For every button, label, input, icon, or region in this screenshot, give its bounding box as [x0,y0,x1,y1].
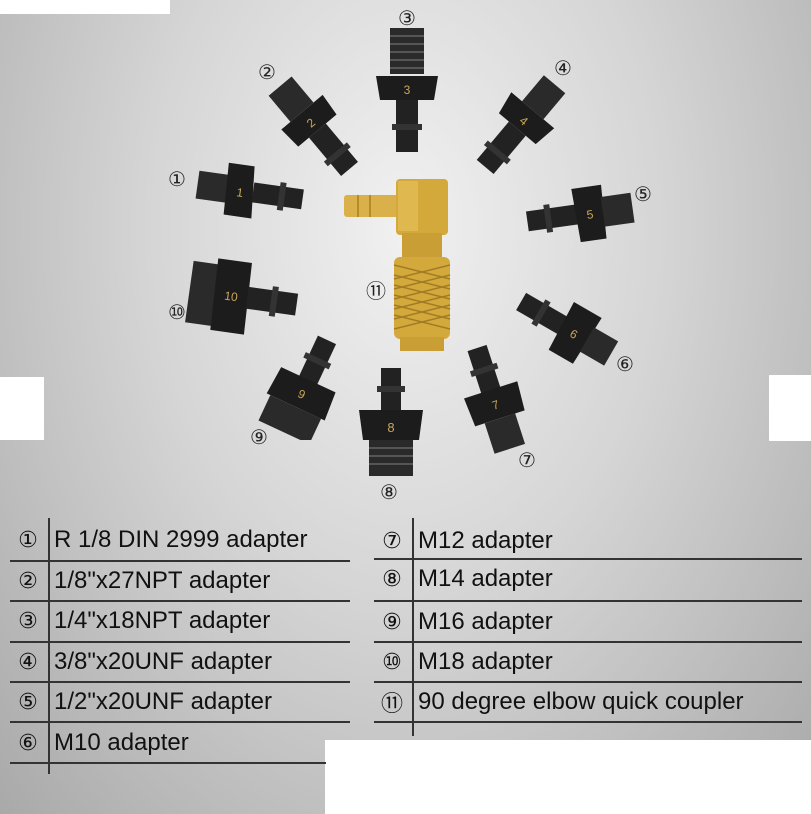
table-row: ⑥ M10 adapter [10,723,189,763]
callout-9: ⑨ [250,425,268,449]
row-label: M10 adapter [54,729,189,756]
table-row: ⑪ 90 degree elbow quick coupler [374,682,744,722]
row-label: M16 adapter [418,608,553,635]
row-rule [10,641,350,643]
row-label: R 1/8 DIN 2999 adapter [54,526,308,553]
row-label: 1/2"x20UNF adapter [54,688,272,715]
row-rule [10,762,326,764]
adapter-3: 3 [376,28,438,152]
side-patch-right [769,375,811,441]
row-rule [10,681,350,683]
table-row: ⑤ 1/2"x20UNF adapter [10,682,272,722]
callout-2: ② [258,60,276,84]
specification-table: ① R 1/8 DIN 2999 adapter ② 1/8"x27NPT ad… [0,512,811,814]
adapter-8: 8 [359,368,423,476]
row-rule [10,600,350,602]
engraving-10: 10 [224,289,239,305]
table-row: ⑨ M16 adapter [374,602,553,642]
table-row: ⑧ M14 adapter [374,559,553,599]
row-label: 90 degree elbow quick coupler [418,688,744,715]
corner-patch [0,0,170,14]
callout-5: ⑤ [634,182,652,206]
row-number: ③ [18,608,38,634]
row-rule [374,721,802,723]
table-row: ① R 1/8 DIN 2999 adapter [10,520,308,560]
row-rule [10,560,350,562]
row-number: ⑧ [382,566,402,592]
engraving-8: 8 [387,420,394,435]
callout-4: ④ [554,56,572,80]
engraving-1: 1 [236,185,245,200]
row-number: ⑦ [382,528,402,554]
adapter-6: 6 [516,292,619,366]
row-number: ⑩ [382,649,402,675]
callout-8: ⑧ [380,480,398,504]
adapter-5: 5 [525,184,635,243]
adapter-1: 1 [195,162,304,219]
row-rule [374,641,802,643]
callout-3: ③ [398,6,416,30]
row-number: ⑨ [382,609,402,635]
table-row: ② 1/8"x27NPT adapter [10,561,270,601]
row-number: ① [18,527,38,553]
callout-11: ⑪ [366,279,386,303]
row-label: 1/4"x18NPT adapter [54,607,271,634]
row-label: M18 adapter [418,648,553,675]
adapter-4: 4 [476,75,566,175]
engraving-5: 5 [586,207,595,222]
row-number: ④ [18,649,38,675]
row-rule [10,721,350,723]
row-number: ② [18,568,38,594]
bottom-patch [325,740,811,814]
row-label: M12 adapter [418,527,553,554]
callout-7: ⑦ [518,448,536,472]
elbow-quick-coupler-11 [344,179,451,351]
engraving-7: 7 [490,397,501,412]
callout-6: ⑥ [616,352,634,376]
row-label: 3/8"x20UNF adapter [54,648,272,675]
callout-1: ① [168,167,186,191]
row-rule [374,558,802,560]
adapter-9: 9 [258,335,337,440]
callout-10: ⑩ [168,300,186,324]
side-patch-left [0,377,44,440]
row-label: 1/8"x27NPT adapter [54,567,271,594]
adapter-2: 2 [268,76,358,176]
row-rule [374,681,802,683]
table-row: ③ 1/4"x18NPT adapter [10,601,270,641]
row-number: ⑥ [18,730,38,756]
row-number: ⑤ [18,689,38,715]
row-number: ⑪ [380,692,403,717]
table-row: ⑩ M18 adapter [374,642,553,682]
row-label: M14 adapter [418,565,553,592]
table-row: ④ 3/8"x20UNF adapter [10,642,272,682]
row-rule [374,600,802,602]
column-divider-right [412,518,414,736]
adapter-7: 7 [464,345,526,454]
table-row: ⑦ M12 adapter [374,521,553,561]
column-divider-left [48,518,50,774]
adapter-10: 10 [185,258,299,335]
engraving-3: 3 [404,83,411,97]
